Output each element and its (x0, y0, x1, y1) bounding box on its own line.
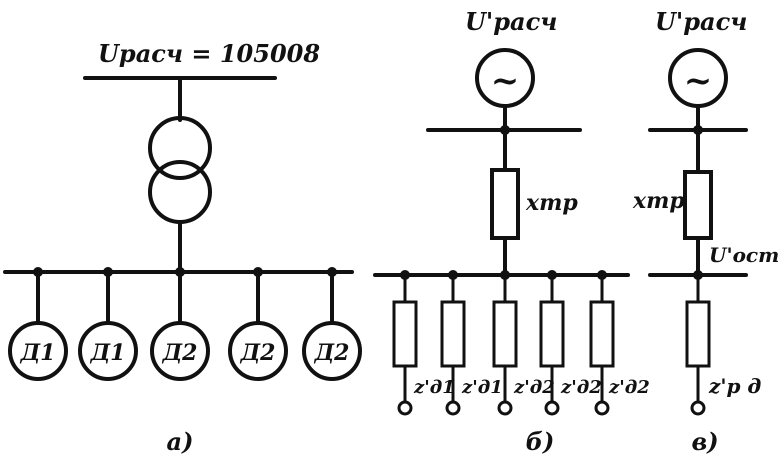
caption-b: б) (526, 427, 555, 456)
terminal (497, 400, 513, 416)
motor-label: Д2 (314, 340, 350, 366)
motor-symbol (150, 321, 210, 381)
ac-source-icon: ~ (491, 61, 520, 101)
impedance-element (440, 300, 466, 368)
terminal (690, 400, 706, 416)
motor-branch-2: Д1 (78, 267, 138, 381)
motor-branch-1: Д1 (8, 267, 68, 381)
motor-symbol (78, 321, 138, 381)
motor-label: Д1 (20, 340, 56, 366)
transformer-winding-upper (148, 116, 212, 180)
impedance-element (589, 300, 615, 368)
terminal (445, 400, 461, 416)
transformer-winding-lower (148, 160, 212, 224)
residual-voltage-label: U'ост (709, 243, 778, 267)
source-label-c: U'расч (655, 7, 747, 36)
terminal (544, 400, 560, 416)
source-label-b: U'расч (465, 7, 557, 36)
caption-c: в) (691, 427, 718, 456)
impedance-element (539, 300, 565, 368)
motor-branch-4: Д2 (228, 267, 288, 381)
motor-symbol (302, 321, 362, 381)
voltage-label: Uрасч = 105008 (98, 39, 320, 68)
terminal (594, 400, 610, 416)
impedance-branch-1: z'д1 (392, 270, 455, 416)
impedance-element (392, 300, 418, 368)
impedance-branch-5: z'д2 (589, 270, 650, 416)
transformer-reactance-c (683, 170, 713, 240)
load-impedance (685, 300, 711, 368)
impedance-branch-3: z'д2 (492, 270, 555, 416)
impedance-label: z'д2 (608, 377, 650, 398)
motor-label: Д1 (90, 340, 126, 366)
motor-label: Д2 (162, 340, 198, 366)
load-impedance-label: z'р д (708, 374, 761, 398)
diagram-a: Uрасч = 105008 Д1 Д1 Д2 Д2 (3, 39, 362, 456)
impedance-element (492, 300, 518, 368)
terminal (397, 400, 413, 416)
impedance-branch-2: z'д1 (440, 270, 503, 416)
transformer-reactance-b (490, 168, 520, 240)
motor-branch-5: Д2 (302, 267, 362, 381)
transformer-label-c: xтр (632, 188, 685, 214)
transformer-label-b: xтр (525, 190, 578, 216)
impedance-label: z'д2 (513, 377, 555, 398)
diagram-b: U'расч ~ xтр z'д1 z'д1 (373, 7, 650, 456)
motor-branch-3: Д2 (150, 267, 210, 381)
motor-label: Д2 (240, 340, 276, 366)
motor-symbol (228, 321, 288, 381)
impedance-label: z'д1 (413, 377, 455, 398)
impedance-label: z'д2 (560, 377, 602, 398)
motor-symbol (8, 321, 68, 381)
impedance-branch-4: z'д2 (539, 270, 602, 416)
caption-a: а) (167, 427, 194, 456)
impedance-label: z'д1 (461, 377, 503, 398)
ac-source-icon: ~ (684, 61, 713, 101)
diagram-c: U'расч ~ xтр U'ост z'р д в) (632, 7, 778, 456)
